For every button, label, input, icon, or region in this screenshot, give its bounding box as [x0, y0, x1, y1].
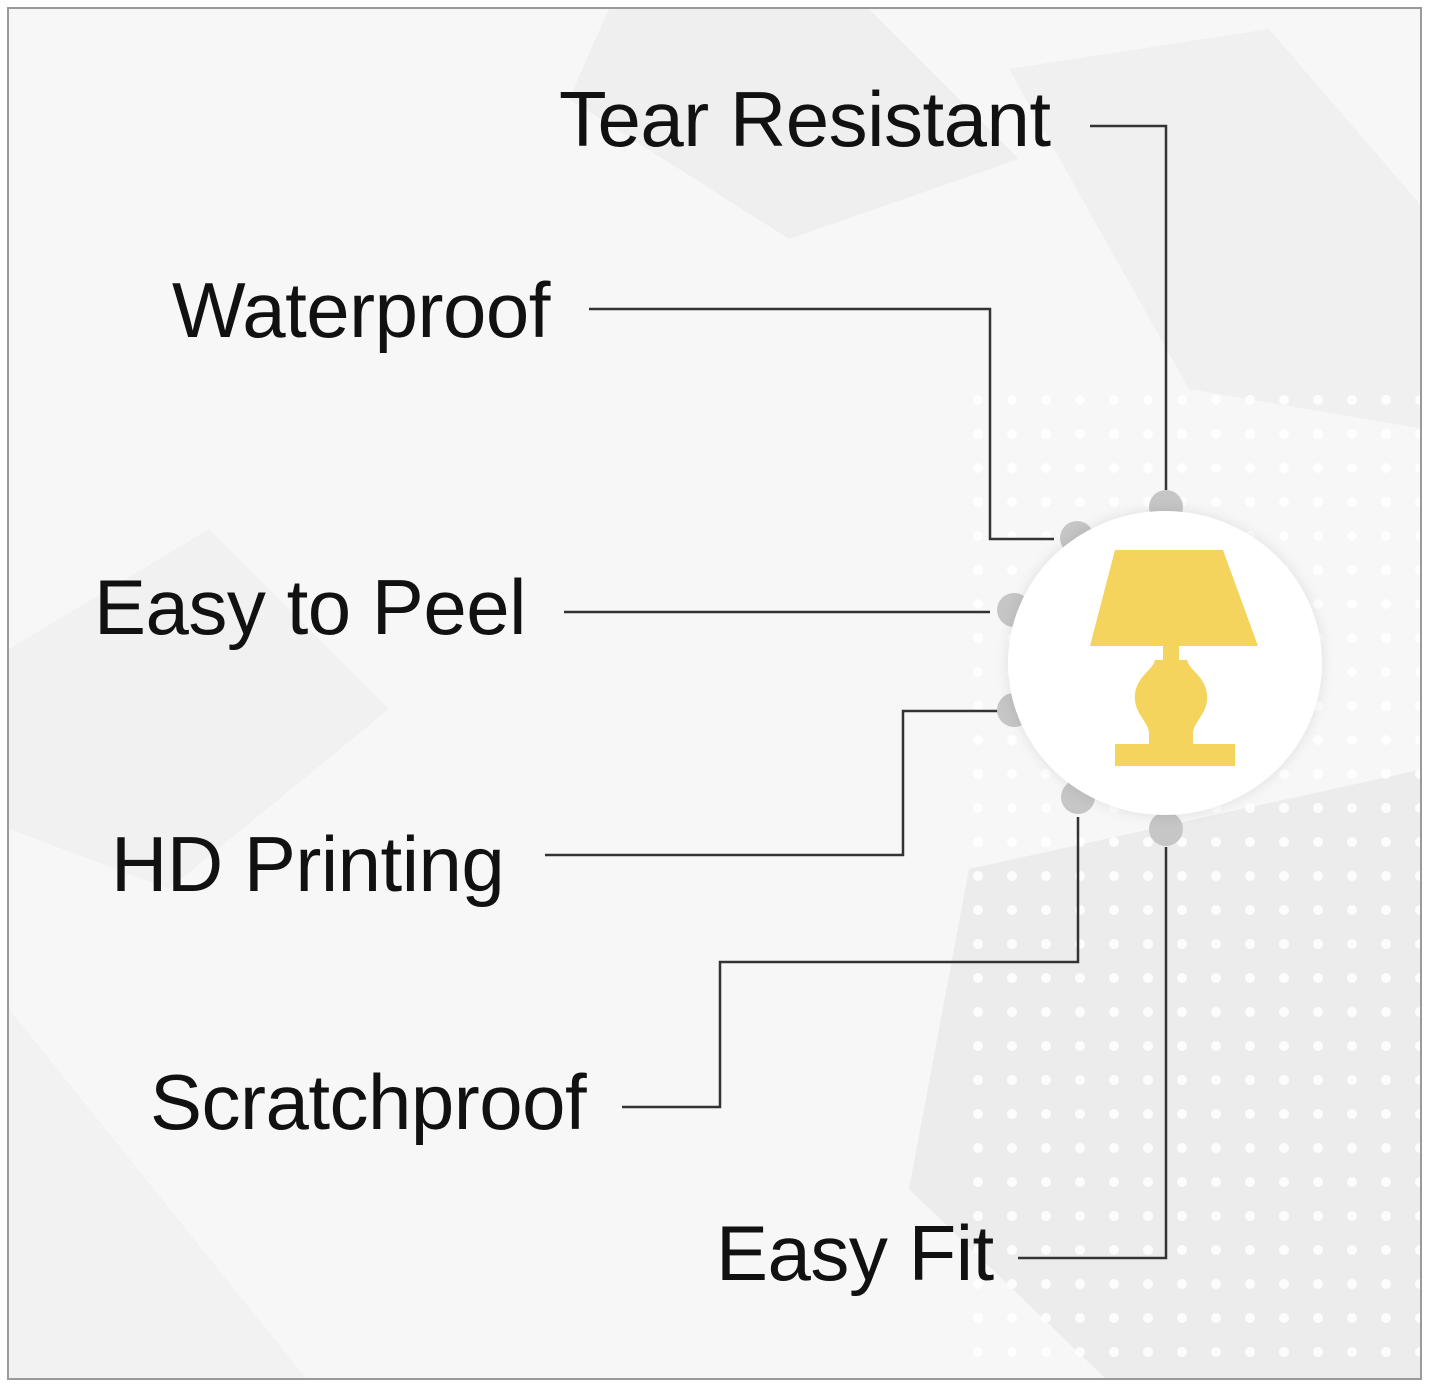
connector-dot-easy-fit [1149, 812, 1183, 846]
connector-line-scratchproof [622, 817, 1080, 1109]
connector-line-hd-printing [545, 709, 1000, 857]
table-lamp-icon [1090, 550, 1258, 766]
lamp-base [1115, 744, 1235, 766]
connector-line-tear-resistant [1090, 124, 1168, 490]
lamp-body [1134, 660, 1208, 748]
feature-label-tear-resistant: Tear Resistant [559, 75, 1051, 163]
feature-label-hd-printing: HD Printing [111, 820, 505, 908]
connector-line-easy-fit [1018, 847, 1168, 1260]
lamp-shade [1090, 550, 1258, 646]
feature-label-scratchproof: Scratchproof [150, 1058, 587, 1146]
lamp-neck [1163, 646, 1179, 660]
feature-label-easy-to-peel: Easy to Peel [94, 563, 526, 651]
connector-lines [545, 124, 1183, 1260]
feature-label-waterproof: Waterproof [172, 266, 550, 354]
feature-label-easy-fit: Easy Fit [716, 1209, 994, 1297]
connector-line-waterproof [589, 307, 1054, 541]
